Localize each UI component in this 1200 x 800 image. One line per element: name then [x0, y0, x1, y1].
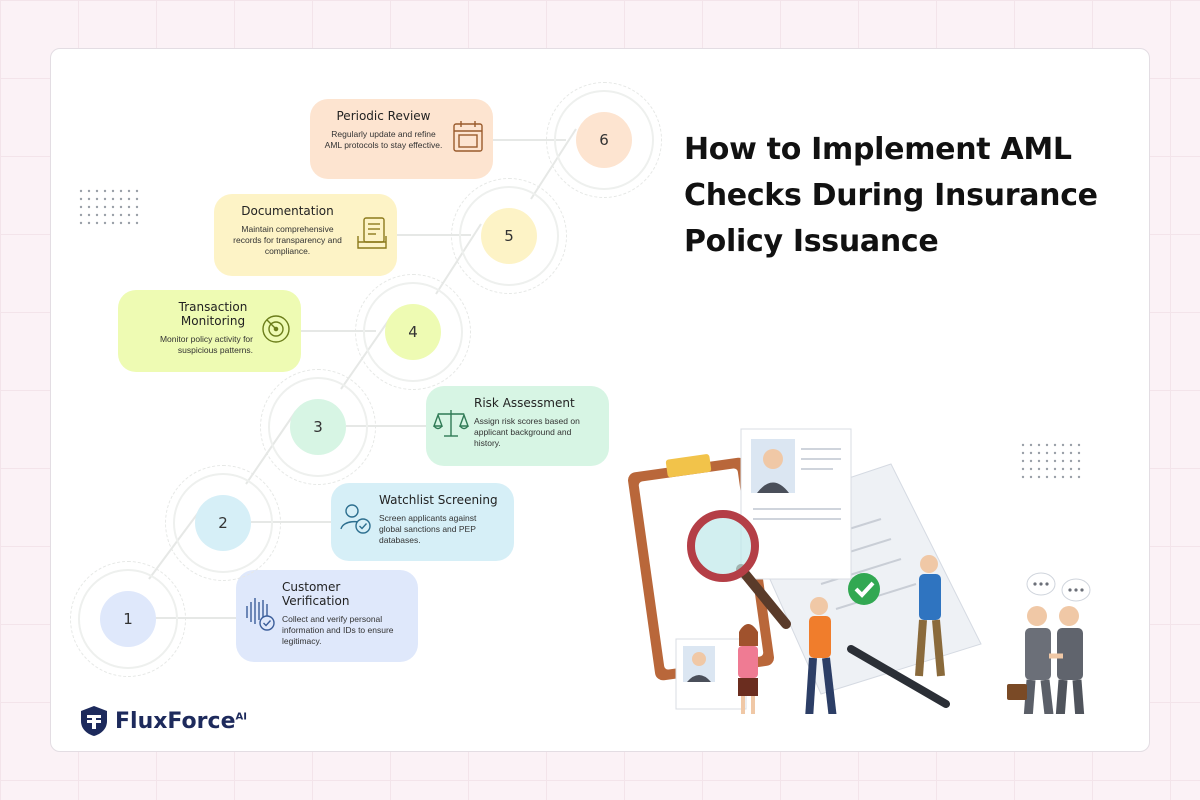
step-title: Documentation — [241, 204, 334, 218]
step-description: Collect and verify personal information … — [282, 614, 394, 646]
step-card-periodic-review: Periodic Review Regularly update and ref… — [310, 99, 493, 179]
step-title: Periodic Review — [336, 109, 431, 123]
step-number: 3 — [313, 418, 323, 436]
logo-wordmark: FluxForceAI — [115, 708, 247, 734]
dot-pattern-decoration — [79, 189, 139, 225]
step-description: Maintain comprehensive records for trans… — [233, 224, 342, 256]
step-number-circle: 6 — [576, 112, 632, 168]
fluxforce-logo: FluxForceAI — [79, 705, 247, 737]
step-card-customer-verification: Customer Verification Collect and verify… — [236, 570, 418, 662]
step-card-documentation: Documentation Maintain comprehensive rec… — [214, 194, 397, 276]
step-number: 4 — [408, 323, 418, 341]
step-number-circle: 4 — [385, 304, 441, 360]
step-title: Transaction Monitoring — [178, 300, 248, 328]
radar-icon — [262, 315, 290, 343]
step-title: Watchlist Screening — [379, 493, 498, 507]
step-card-transaction-monitoring: Transaction Monitoring Monitor policy ac… — [118, 290, 301, 372]
step-node-ring: 5 — [451, 178, 567, 294]
step-description: Assign risk scores based on applicant ba… — [474, 416, 580, 448]
dot-pattern-decoration — [1021, 443, 1081, 479]
step-number: 6 — [599, 131, 609, 149]
shield-logo-icon — [81, 706, 107, 736]
step-node-ring: 1 — [70, 561, 186, 677]
step-number: 1 — [123, 610, 133, 628]
infographic-card: How to Implement AML Checks During Insur… — [50, 48, 1150, 752]
fingerprint-check-icon — [246, 598, 275, 631]
compliance-team-illustration — [628, 428, 1091, 714]
document-stack-icon — [357, 217, 387, 249]
step-node-ring: 4 — [355, 274, 471, 390]
step-number-circle: 2 — [195, 495, 251, 551]
step-card-watchlist-screening: Watchlist Screening Screen applicants ag… — [331, 483, 514, 561]
step-card-risk-assessment: Risk Assessment Assign risk scores based… — [426, 386, 609, 466]
step-description: Monitor policy activity for suspicious p… — [159, 334, 253, 355]
step-number: 5 — [504, 227, 514, 245]
step-description: Regularly update and refine AML protocol… — [324, 129, 443, 150]
step-title: Risk Assessment — [474, 396, 575, 410]
step-node-ring: 3 — [260, 369, 376, 485]
step-number-circle: 5 — [481, 208, 537, 264]
step-number-circle: 1 — [100, 591, 156, 647]
step-number-circle: 3 — [290, 399, 346, 455]
step-title: Customer Verification — [282, 580, 350, 608]
calendar-icon — [453, 121, 483, 152]
step-description: Screen applicants against global sanctio… — [379, 513, 477, 545]
user-check-icon — [340, 504, 371, 534]
infographic-title: How to Implement AML Checks During Insur… — [684, 132, 1098, 259]
step-node-ring: 2 — [165, 465, 281, 581]
step-number: 2 — [218, 514, 228, 532]
step-node-ring: 6 — [546, 82, 662, 198]
scales-icon — [433, 410, 469, 437]
